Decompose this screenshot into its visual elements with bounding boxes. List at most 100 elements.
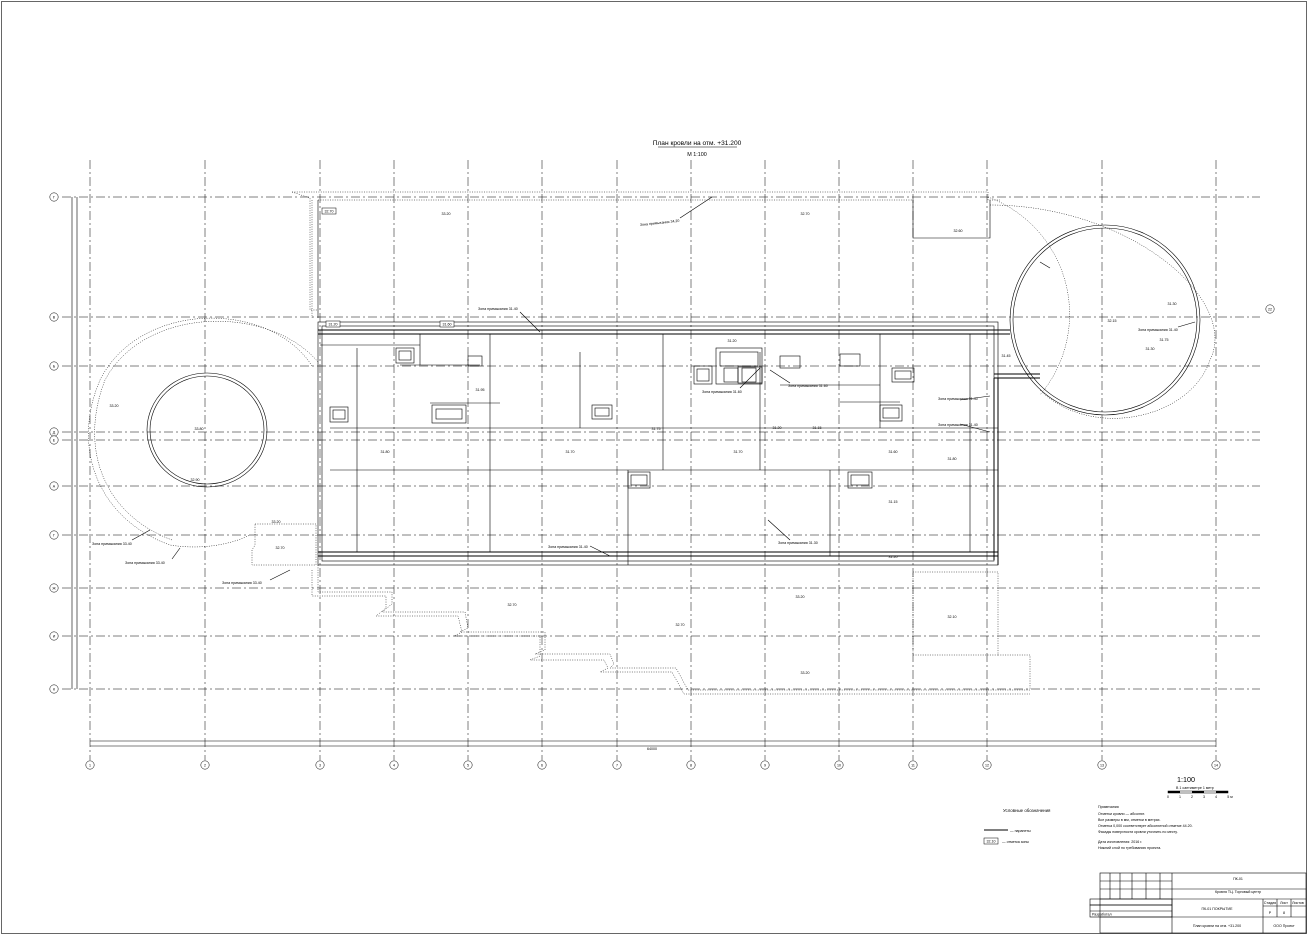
svg-text:10: 10 <box>837 764 841 768</box>
right-dome <box>987 196 1216 419</box>
svg-text:32.70: 32.70 <box>801 212 810 216</box>
svg-text:4: 4 <box>393 764 395 768</box>
svg-text:В 1 сантиметре 1 метр: В 1 сантиметре 1 метр <box>1176 786 1214 790</box>
upper-roof-outline <box>291 191 1000 318</box>
svg-text:— отметка зоны: — отметка зоны <box>1002 840 1029 844</box>
svg-text:32.70: 32.70 <box>325 210 334 214</box>
svg-text:Зона примыкания 31.40: Зона примыкания 31.40 <box>548 545 588 549</box>
svg-text:32.70: 32.70 <box>676 623 685 627</box>
svg-text:33.20: 33.20 <box>796 595 805 599</box>
svg-text:1: 1 <box>1179 795 1181 799</box>
svg-text:Б: Б <box>53 365 56 369</box>
svg-text:Ж: Ж <box>52 587 56 591</box>
svg-text:31.20: 31.20 <box>329 323 338 327</box>
svg-text:32.70: 32.70 <box>508 603 517 607</box>
svg-text:3: 3 <box>319 764 321 768</box>
svg-text:6: 6 <box>541 764 543 768</box>
vertical-grid-lines <box>89 160 1217 760</box>
column-axis-bubbles: Г В Б Д Е А Г Ж И К 22 <box>49 192 1275 694</box>
svg-text:31.80: 31.80 <box>948 457 957 461</box>
svg-text:14: 14 <box>1214 764 1218 768</box>
overall-dimension: 64000 <box>647 747 657 751</box>
svg-text:31.60: 31.60 <box>443 323 452 327</box>
svg-text:Д: Д <box>53 431 56 435</box>
legend: Условные обозначения — парапеты 32.10 — … <box>983 808 1051 845</box>
svg-text:Кровля ТЦ. Торговый центр: Кровля ТЦ. Торговый центр <box>1215 890 1261 894</box>
svg-text:Зона примыкания 31.40: Зона примыкания 31.40 <box>478 307 518 311</box>
svg-text:2: 2 <box>1191 795 1193 799</box>
svg-text:ПК-01: ПК-01 <box>1233 877 1243 881</box>
svg-text:31.75: 31.75 <box>652 427 661 431</box>
svg-text:31.20: 31.20 <box>773 426 782 430</box>
svg-text:7: 7 <box>616 764 618 768</box>
svg-text:ООО Проект: ООО Проект <box>1273 924 1295 928</box>
row-axis-bubbles: 1 2 3 4 5 6 7 8 9 10 11 12 13 14 <box>85 760 1221 770</box>
svg-text:Зона примыкания 31.60: Зона примыкания 31.60 <box>788 384 828 388</box>
leader-lines <box>131 196 1196 581</box>
svg-text:32.10: 32.10 <box>948 615 957 619</box>
svg-text:9: 9 <box>764 764 766 768</box>
svg-text:К: К <box>53 688 56 692</box>
svg-text:33.20: 33.20 <box>801 671 810 675</box>
svg-text:ПК-01 ПОКРЫТИЕ: ПК-01 ПОКРЫТИЕ <box>1201 907 1233 911</box>
svg-text:4: 4 <box>1215 795 1217 799</box>
svg-text:Зона примыкания 31.40: Зона примыкания 31.40 <box>938 423 978 427</box>
svg-text:13: 13 <box>1100 764 1104 768</box>
svg-text:Все размеры в мм, отметки в ме: Все размеры в мм, отметки в метрах. <box>1098 818 1161 822</box>
svg-text:2: 2 <box>204 764 206 768</box>
svg-text:32.90: 32.90 <box>191 478 200 482</box>
svg-text:Листов: Листов <box>1292 901 1304 905</box>
svg-text:31.45: 31.45 <box>1002 354 1011 358</box>
svg-text:5: 5 <box>467 764 469 768</box>
left-extension <box>251 523 317 566</box>
svg-text:1: 1 <box>89 764 91 768</box>
svg-text:Зона примыкания 33.40: Зона примыкания 33.40 <box>222 581 262 585</box>
svg-text:Примечания: Примечания <box>1098 805 1119 809</box>
svg-text:— парапеты: — парапеты <box>1010 829 1031 833</box>
main-roof-block <box>317 321 1040 566</box>
scale-bar: 1:100 В 1 сантиметре 1 метр 0 1 2 3 4 5 … <box>1167 775 1233 799</box>
svg-text:Зона примыкания 34.20: Зона примыкания 34.20 <box>640 219 680 227</box>
svg-text:1:100: 1:100 <box>1177 775 1195 784</box>
left-dimension-chain <box>71 197 78 689</box>
elevation-labels: 32.70 33.20 32.70 32.60 31.30 32.15 31.7… <box>110 207 1177 675</box>
svg-text:8: 8 <box>690 764 692 768</box>
svg-text:31.20: 31.20 <box>728 339 737 343</box>
svg-text:31.15: 31.15 <box>889 500 898 504</box>
lower-roof-outline <box>311 565 1031 695</box>
svg-text:31.80: 31.80 <box>381 450 390 454</box>
svg-text:В: В <box>53 316 56 320</box>
svg-text:Дата изготовления: 2016 г.: Дата изготовления: 2016 г. <box>1098 840 1142 844</box>
svg-text:Отметка 0,000 соответствует аб: Отметка 0,000 соответствует абсолютной о… <box>1098 824 1193 828</box>
general-notes: Примечания Отметки кровли — абсолют. Все… <box>1098 805 1193 850</box>
svg-text:31.70: 31.70 <box>734 450 743 454</box>
svg-text:Отметки кровли — абсолют.: Отметки кровли — абсолют. <box>1098 812 1145 816</box>
svg-text:31.60: 31.60 <box>889 450 898 454</box>
svg-text:31.70: 31.70 <box>566 450 575 454</box>
svg-text:32.60: 32.60 <box>954 229 963 233</box>
svg-text:Зона примыкания 33.40: Зона примыкания 33.40 <box>125 561 165 565</box>
svg-text:32.70: 32.70 <box>276 546 285 550</box>
svg-text:Нижний слой по требованию прое: Нижний слой по требованию проекта. <box>1098 846 1161 850</box>
svg-text:Фасады поверхности кровли уточ: Фасады поверхности кровли уточнить по ме… <box>1098 830 1178 834</box>
svg-text:Зона примыкания 33.40: Зона примыкания 33.40 <box>92 542 132 546</box>
svg-text:А: А <box>53 485 56 489</box>
svg-text:31.75: 31.75 <box>1160 338 1169 342</box>
bottom-dimension-lines: 64000 <box>90 740 1216 751</box>
svg-text:Условные обозначения: Условные обозначения <box>1003 808 1051 813</box>
title-block: ПК-01 Кровля ТЦ. Торговый центр ПК-01 ПО… <box>1089 872 1307 934</box>
left-dome <box>88 318 319 548</box>
svg-text:0: 0 <box>1167 795 1169 799</box>
svg-text:32.15: 32.15 <box>1108 319 1117 323</box>
svg-text:Стадия: Стадия <box>1264 901 1276 905</box>
drawing-title: План кровли на отм. +31.200 <box>653 140 742 147</box>
svg-text:33.20: 33.20 <box>110 404 119 408</box>
roof-hatches <box>329 347 915 489</box>
svg-text:33.20: 33.20 <box>442 212 451 216</box>
svg-text:31.20: 31.20 <box>889 555 898 559</box>
svg-text:Лист: Лист <box>1280 901 1288 905</box>
svg-text:33.80: 33.80 <box>195 427 204 431</box>
svg-text:12: 12 <box>985 764 989 768</box>
svg-text:План кровли на отм. +31.200: План кровли на отм. +31.200 <box>1193 924 1241 928</box>
